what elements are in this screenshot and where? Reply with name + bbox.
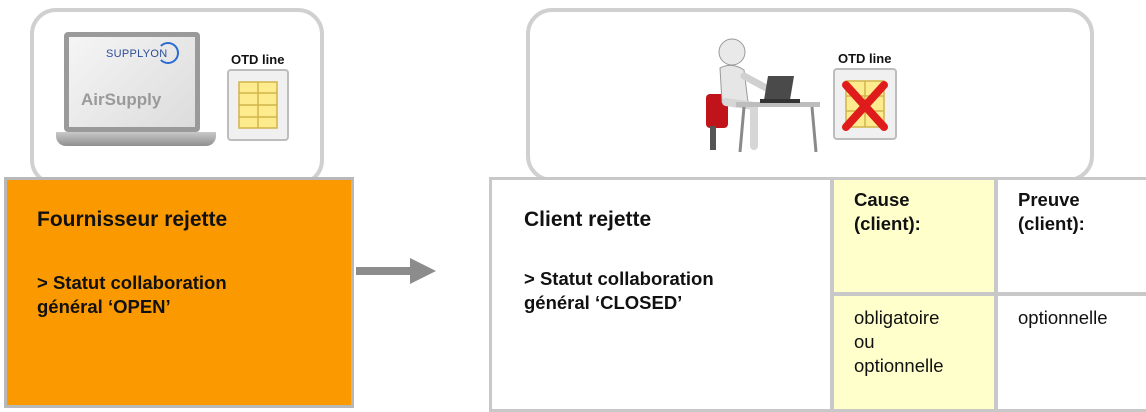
supplier-title: Fournisseur rejette [37, 208, 228, 231]
cause-value-line3: optionnelle [854, 355, 944, 376]
airsupply-label: AirSupply [81, 90, 162, 109]
laptop-base [56, 132, 216, 146]
cause-value: obligatoire ou optionnelle [834, 296, 994, 409]
client-status-line2: général ‘CLOSED’ [524, 292, 683, 313]
otd-document-icon [227, 69, 289, 141]
supplier-reject-panel: Fournisseur rejette > Statut collaborati… [4, 177, 354, 408]
preuve-value: optionnelle [998, 296, 1146, 409]
supplier-status: > Statut collaboration général ‘OPEN’ [37, 271, 337, 319]
cause-header: Cause (client): [834, 180, 994, 292]
cause-header-line2: (client): [854, 213, 921, 234]
laptop-screen [64, 32, 200, 132]
client-status: > Statut collaboration général ‘CLOSED’ [524, 267, 824, 315]
client-status-line1: > Statut collaboration [524, 268, 714, 289]
supplyon-logo: SUPPLYON [106, 48, 168, 60]
preuve-header-line2: (client): [1018, 213, 1085, 234]
preuve-header-line1: Preuve [1018, 189, 1080, 210]
cause-value-line2: ou [854, 331, 875, 352]
supplyon-logo-ring-icon [157, 42, 179, 64]
otd-line-label: OTD line [231, 52, 285, 67]
person-at-desk-icon [706, 38, 820, 153]
table-divider-row [834, 292, 1146, 296]
supplier-status-line2: général ‘OPEN’ [37, 296, 171, 317]
otd-line-label-right: OTD line [838, 51, 892, 66]
client-title: Client rejette [524, 208, 652, 231]
preuve-value-text: optionnelle [1018, 307, 1108, 328]
cause-value-line1: obligatoire [854, 307, 940, 328]
rejected-document-icon [833, 68, 897, 140]
preuve-header: Preuve (client): [998, 180, 1146, 292]
cause-header-line1: Cause [854, 189, 910, 210]
table-divider-left [830, 180, 834, 409]
supplier-status-line1: > Statut collaboration [37, 272, 227, 293]
right-arrow-icon [356, 258, 436, 284]
